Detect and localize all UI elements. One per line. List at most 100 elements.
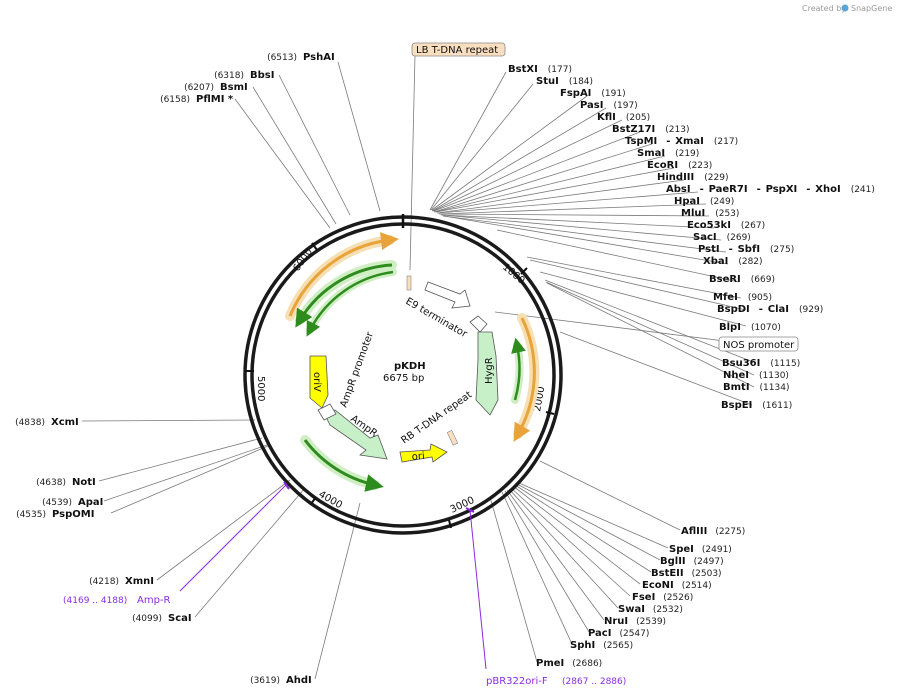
site-name-bstxi: BstXI	[508, 64, 538, 75]
site-pos: (1611)	[762, 401, 792, 411]
site-pos: (1130)	[759, 371, 789, 381]
site-pos: (217)	[714, 137, 738, 147]
tick-1000: 1000	[500, 262, 527, 287]
site-name-psti: PstI	[698, 244, 720, 255]
site-name-bsmi: BsmI	[220, 82, 248, 93]
arc-orange-top-left	[288, 232, 399, 317]
rb-repeat-shape	[446, 429, 459, 446]
site-name-fspai: FspAI	[560, 88, 591, 99]
primer-amp-r: (4169 .. 4188) Amp-R	[63, 481, 290, 606]
site-pos: (177)	[548, 65, 572, 75]
site-name-ecori: EcoRI	[647, 160, 678, 171]
site-pos: (2539)	[636, 617, 666, 627]
site-pos: (3619)	[250, 676, 280, 686]
ori-shape	[399, 443, 448, 463]
site-pos: (197)	[613, 101, 637, 111]
watermark-brand: SnapGene	[851, 4, 892, 13]
lb-repeat-label: LB T-DNA repeat	[416, 45, 498, 56]
primer-amp-r-line	[179, 483, 288, 592]
site-name-pspomi: PspOMI	[52, 509, 94, 520]
site-name-fsei: FseI	[632, 592, 655, 603]
site-name-swai: SwaI	[618, 604, 645, 615]
inner-features	[309, 275, 499, 463]
site-pos: (2497)	[694, 557, 724, 567]
site-name-sbfi: SbfI	[738, 244, 760, 255]
primer-pbr322-name: pBR322ori-F	[486, 676, 548, 687]
site-separator: -	[666, 136, 670, 147]
site-pos: (282)	[738, 257, 762, 267]
nos-promoter-label: NOS promoter	[723, 340, 795, 351]
site-pos: (4638)	[36, 478, 66, 488]
hygr-shape	[475, 331, 499, 416]
site-name-nhei: NheI	[723, 370, 749, 381]
site-name-xmai: XmaI	[675, 136, 704, 147]
plasmid-name: pKDH	[394, 361, 426, 372]
site-pos: (223)	[688, 161, 712, 171]
nos-promoter-badge	[718, 336, 799, 352]
site-name-absi: AbsI	[666, 184, 691, 195]
site-name-saci: SacI	[693, 232, 717, 243]
site-name-mfei: MfeI	[713, 292, 738, 303]
site-name-blpi: BlpI	[719, 322, 741, 333]
tick-3000-mark	[448, 519, 452, 529]
oriv-label: oriV	[311, 372, 322, 392]
arc-green-top-left-2	[306, 270, 394, 337]
site-name-pshai: PshAI	[303, 52, 335, 63]
tick-4000-mark	[310, 496, 317, 505]
site-name-bsu36i: Bsu36I	[722, 358, 760, 369]
oriv-shape	[309, 355, 329, 409]
site-name-bglii: BglII	[660, 556, 686, 567]
site-pos: (669)	[751, 275, 775, 285]
site-pos: (6158)	[160, 95, 190, 105]
nos-promoter-shape	[469, 315, 488, 333]
sites-left-top: (6513)PshAI(6318)BbsI(6207)BsmI(6158)Pfl…	[160, 52, 335, 105]
site-pos: (241)	[851, 185, 875, 195]
site-name-bspdi: BspDI	[717, 304, 750, 315]
arc-orange-right	[513, 317, 536, 442]
site-name-xhoi: XhoI	[815, 184, 840, 195]
site-name-nrui: NruI	[604, 616, 628, 627]
site-name-bstz17i: BstZ17I	[612, 124, 655, 135]
site-name-eco53ki: Eco53kI	[687, 220, 731, 231]
site-name-pasi: PasI	[580, 100, 603, 111]
site-pos: (2526)	[663, 593, 693, 603]
site-name-apai: ApaI	[78, 497, 103, 508]
hygr-label: HygR	[484, 357, 495, 384]
site-name-kfli: KflI	[597, 112, 616, 123]
site-pos: (249)	[710, 197, 734, 207]
site-name-scai: ScaI	[168, 613, 192, 624]
site-separator: -	[729, 244, 733, 255]
site-pos: (6318)	[214, 71, 244, 81]
site-pos: (229)	[704, 173, 728, 183]
site-pos: (2547)	[619, 629, 649, 639]
leader-lines	[81, 54, 755, 680]
site-pos: (4539)	[42, 498, 72, 508]
primer-amp-r-mark	[283, 481, 290, 490]
site-pos: (4535)	[16, 510, 46, 520]
site-pos: (2503)	[692, 569, 722, 579]
site-pos: (1134)	[760, 383, 790, 393]
site-pos: (2565)	[603, 641, 633, 651]
site-separator: -	[700, 184, 704, 195]
site-pos: (4099)	[132, 614, 162, 624]
site-pos: (6207)	[184, 83, 214, 93]
site-name-paer7i: PaeR7I	[709, 184, 748, 195]
site-pos: (267)	[741, 221, 765, 231]
site-name-bbsi: BbsI	[250, 70, 274, 81]
rb-repeat-label: RB T-DNA repeat	[399, 389, 474, 446]
primer-pbr322: pBR322ori-F (2867 .. 2886)	[465, 507, 626, 687]
site-name-sphi: SphI	[570, 640, 595, 651]
tick-6000-mark	[311, 242, 318, 251]
plasmid-size: 6675 bp	[383, 373, 424, 384]
site-pos: (2275)	[715, 527, 745, 537]
sites-right-bottom: AflIII(2275)SpeI(2491)BglII(2497)BstEII(…	[536, 526, 745, 669]
arc-green-bottom-left	[303, 439, 384, 492]
site-separator: -	[757, 184, 761, 195]
site-pos: (4218)	[89, 577, 119, 587]
site-name-pflmi: PflMI *	[196, 94, 234, 105]
e9-terminator-shape	[424, 281, 471, 309]
site-pos: (1070)	[751, 323, 781, 333]
site-name-hindiii: HindIII	[657, 172, 694, 183]
ampr-shape	[324, 409, 388, 460]
